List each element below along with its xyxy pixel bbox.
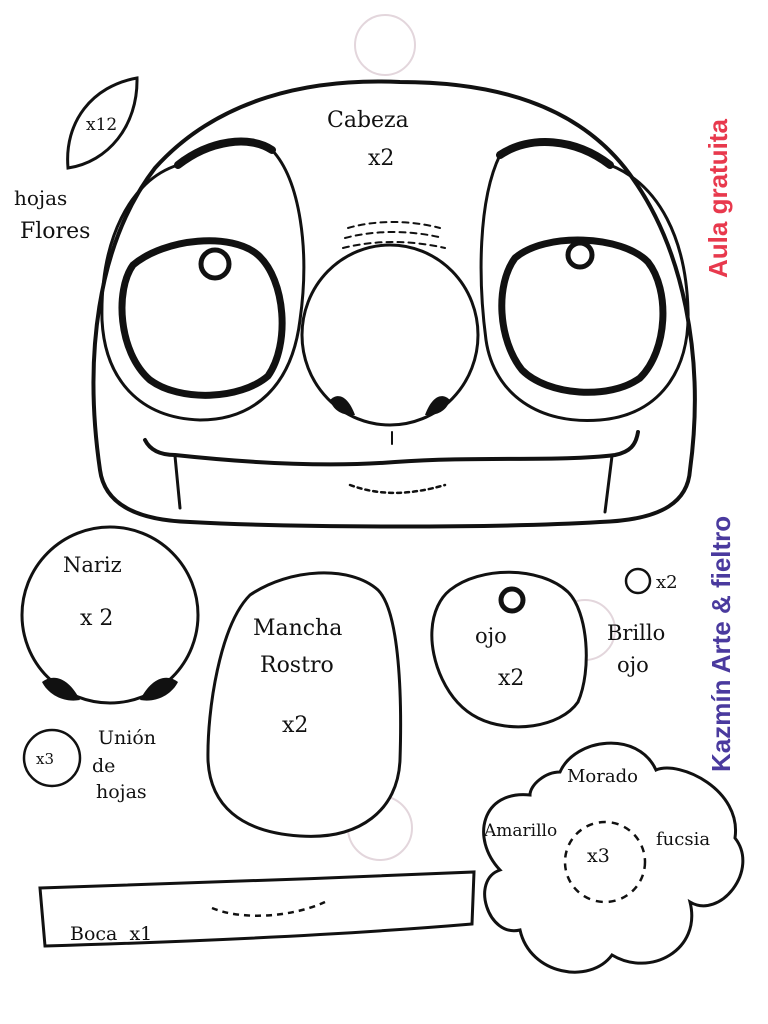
nose-dash-3 xyxy=(342,241,446,249)
leaf-label-line1: hojas xyxy=(14,186,67,210)
left-eye-shine xyxy=(198,247,232,281)
leaf-join-line3: hojas xyxy=(96,781,147,803)
head-nose xyxy=(300,243,480,427)
face-patch-count: x2 xyxy=(282,713,308,738)
flower-piece xyxy=(482,741,745,974)
watermark-stamp xyxy=(354,14,416,76)
side-text-red: Aula gratuita xyxy=(703,119,733,278)
chin-dash xyxy=(348,483,447,495)
right-nostril xyxy=(425,396,450,416)
left-eyebrow xyxy=(174,137,276,169)
shine-count: x2 xyxy=(656,572,678,593)
eye-piece-shine xyxy=(498,586,526,614)
left-eye xyxy=(118,237,286,399)
eye-count: x2 xyxy=(498,666,524,691)
right-eye-shine xyxy=(565,240,595,270)
nose-dash-1 xyxy=(347,221,441,229)
leaf-piece xyxy=(66,76,139,170)
head-count: x2 xyxy=(368,146,394,171)
leaf-join-line2: de xyxy=(92,755,115,777)
left-nostril xyxy=(330,396,355,416)
shine-line1: Brillo xyxy=(607,621,665,645)
leaf-count: x12 xyxy=(86,115,117,135)
nose-name: Nariz xyxy=(63,553,122,577)
mouth-label: Boca x1 xyxy=(70,923,152,945)
left-eye-patch xyxy=(100,148,306,422)
flower-left-label: Amarillo xyxy=(483,821,557,841)
head-piece xyxy=(91,79,697,529)
leaf-join-count: x3 xyxy=(36,750,54,768)
nose-count: x 2 xyxy=(80,606,113,631)
head-name: Cabeza xyxy=(327,108,409,133)
mouth-piece-dash xyxy=(211,900,326,917)
leaf-join-piece xyxy=(22,728,82,788)
leaf-label-line2: Flores xyxy=(20,219,90,244)
face-patch-piece xyxy=(206,571,403,838)
mouth-right-side xyxy=(603,454,614,514)
face-patch-line2: Rostro xyxy=(260,653,334,678)
flower-top-label: Morado xyxy=(567,766,638,787)
mouth-left-side xyxy=(173,454,182,510)
right-eye xyxy=(498,236,667,396)
face-patch-line1: Mancha xyxy=(253,616,342,641)
nose-dash-2 xyxy=(344,231,444,239)
shine-piece xyxy=(624,567,652,595)
right-eye-patch xyxy=(479,153,690,423)
leaf-join-line1: Unión xyxy=(98,727,156,749)
nose-piece-left-nostril xyxy=(42,677,80,701)
side-text-purple: Kazmín Arte & fieltro xyxy=(706,516,736,772)
eye-piece xyxy=(430,570,588,729)
nose-piece xyxy=(20,525,200,705)
flower-center-dash xyxy=(563,820,647,904)
flower-right-label: fucsia xyxy=(656,829,710,850)
right-eyebrow xyxy=(496,138,614,169)
eye-name: ojo xyxy=(475,624,507,648)
nose-piece-right-nostril xyxy=(140,677,178,701)
shine-line2: ojo xyxy=(617,653,649,677)
flower-count: x3 xyxy=(587,845,610,867)
mouth-piece xyxy=(38,870,476,948)
